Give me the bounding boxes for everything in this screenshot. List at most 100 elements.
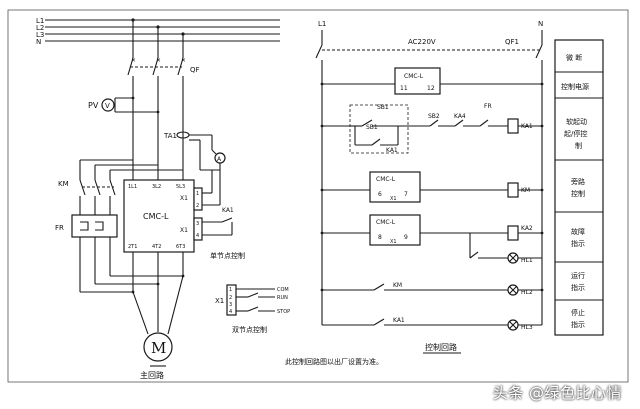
block-num: 9 [404, 234, 408, 241]
v-meter-symbol: V [105, 102, 110, 110]
control-circuit: L1 N AC220V QF1 CMC-L 11 12 SB1 SB1 [285, 20, 544, 366]
phase-label: L1 [36, 17, 44, 25]
terminal-number: 1 [196, 191, 199, 197]
legend-label: 软起动 [566, 117, 587, 126]
control-caption: 控制回路 [425, 342, 457, 352]
dual-node-control: X1 1 2 3 4 COM RUN STOP 双节点控制 [215, 284, 290, 334]
main-circuit-caption: 主回路 [140, 370, 164, 380]
svg-text:×: × [131, 57, 136, 64]
ka1-label: KA1 [222, 207, 234, 214]
motor: M 主回路 [140, 332, 173, 380]
block-x1: X1 [390, 239, 397, 245]
watermark: 头条 @绿色比心情 [492, 384, 622, 402]
controller-name: CMC-L [143, 212, 169, 221]
current-transformer-ta1: TA1 A [163, 131, 226, 171]
terminal-number: 2 [196, 203, 199, 209]
hl3-label: HL3 [521, 324, 533, 331]
ka1-nc-label: KA1 [393, 317, 405, 324]
block-x1: X1 [390, 196, 397, 202]
x1-label: X1 [180, 227, 188, 234]
block-name: CMC-L [404, 73, 424, 80]
function-legend: 微 断 控制电源 软起动 起/停控 制 旁路 控制 故障 指示 运行 指示 停止… [554, 39, 604, 336]
fault-row: CMC-L 8 9 X1 KA2 HL1 [320, 214, 544, 264]
dual-caption: 双节点控制 [232, 325, 267, 334]
legend-label: 起/停控 [564, 129, 587, 138]
start-stop-row: SB1 SB1 KA1 SB2 KA4 FR KA1 [320, 103, 544, 154]
dual-num: 3 [229, 302, 232, 308]
legend-label: 旁路 [571, 177, 585, 186]
x1-label: X1 [180, 195, 188, 202]
in-terminal: 1L1 [128, 184, 137, 190]
legend-label: 指示 [571, 320, 585, 329]
legend-label: 制 [575, 141, 582, 150]
phase-label: N [36, 38, 41, 46]
phase-bus: L1 L2 L3 N [36, 17, 280, 46]
l1-label: L1 [318, 20, 326, 28]
block-name: CMC-L [376, 219, 396, 226]
in-terminal: 5L3 [176, 184, 185, 190]
main-circuit: L1 L2 L3 N × × × QF [36, 17, 290, 380]
single-node-control: KA1 单节点控制 [202, 207, 245, 260]
pv-label: PV [88, 101, 99, 110]
qf1-label: QF1 [505, 38, 519, 46]
phase-label: L3 [36, 31, 44, 39]
dual-num: 1 [229, 287, 232, 293]
fr-thermal-relay: FR [55, 214, 118, 238]
hl2-label: HL2 [521, 289, 533, 296]
stop-indicator-row: KA1 HL3 [322, 317, 542, 331]
svg-text:×: × [156, 57, 161, 64]
block-name: CMC-L [376, 176, 396, 183]
run-indicator-row: KM HL2 [320, 282, 544, 296]
qf-label: QF [190, 66, 200, 74]
km-contact-label: KM [393, 282, 402, 289]
supply-label: AC220V [408, 38, 436, 46]
soft-starter-cmc-l: 1L1 3L2 5L3 CMC-L 2T1 4T2 6T3 X1 X1 1 2 … [123, 170, 221, 253]
motor-symbol: M [151, 339, 166, 357]
legend-label: 微 断 [566, 53, 582, 62]
out-terminal: 2T1 [128, 244, 137, 250]
stop-label: STOP [277, 309, 290, 315]
sb1-label: SB1 [377, 104, 389, 111]
phase-label: L2 [36, 24, 44, 32]
run-label: RUN [277, 295, 288, 301]
block-terminal: 12 [427, 85, 435, 92]
legend-label: 指示 [571, 283, 585, 292]
cmc-l-supply-block: CMC-L 11 12 [320, 67, 544, 95]
km-bypass-contactor: KM [58, 159, 183, 292]
fr-label: FR [55, 224, 64, 232]
ka4-label: KA4 [454, 113, 466, 120]
terminal-number: 4 [196, 233, 199, 239]
factory-note: 此控制回路图以出厂设置为准。 [285, 357, 383, 366]
legend-label: 控制 [571, 189, 585, 198]
legend-label: 故障 [571, 227, 585, 236]
ka1-hold-label: KA1 [386, 147, 398, 154]
block-num: 7 [404, 191, 408, 198]
legend-label: 停止 [571, 308, 585, 317]
qf-breaker: × × × QF [127, 57, 200, 76]
svg-text:×: × [181, 57, 186, 64]
block-num: 6 [378, 191, 382, 198]
fr-contact-label: FR [484, 103, 492, 110]
legend-label: 运行 [571, 271, 585, 280]
com-label: COM [277, 287, 289, 293]
sb2-label: SB2 [428, 113, 440, 120]
legend-label: 指示 [571, 239, 585, 248]
km-label: KM [58, 180, 69, 188]
diagram-border [7, 9, 629, 383]
dual-num: 4 [229, 309, 232, 315]
legend-label: 控制电源 [561, 82, 589, 91]
dual-x1-label: X1 [215, 297, 224, 305]
single-point-caption: 单节点控制 [210, 251, 245, 260]
a-meter-symbol: A [217, 156, 222, 163]
ta1-label: TA1 [163, 132, 177, 140]
block-num: 8 [378, 234, 382, 241]
voltmeter-pv: V PV [88, 96, 160, 114]
out-terminal: 4T2 [152, 244, 161, 250]
start-contact-label: SB1 [366, 124, 378, 131]
block-terminal: 11 [400, 85, 408, 92]
out-terminal: 6T3 [176, 244, 185, 250]
dual-num: 2 [229, 295, 232, 301]
terminal-number: 3 [196, 221, 199, 227]
n-label: N [538, 20, 543, 28]
